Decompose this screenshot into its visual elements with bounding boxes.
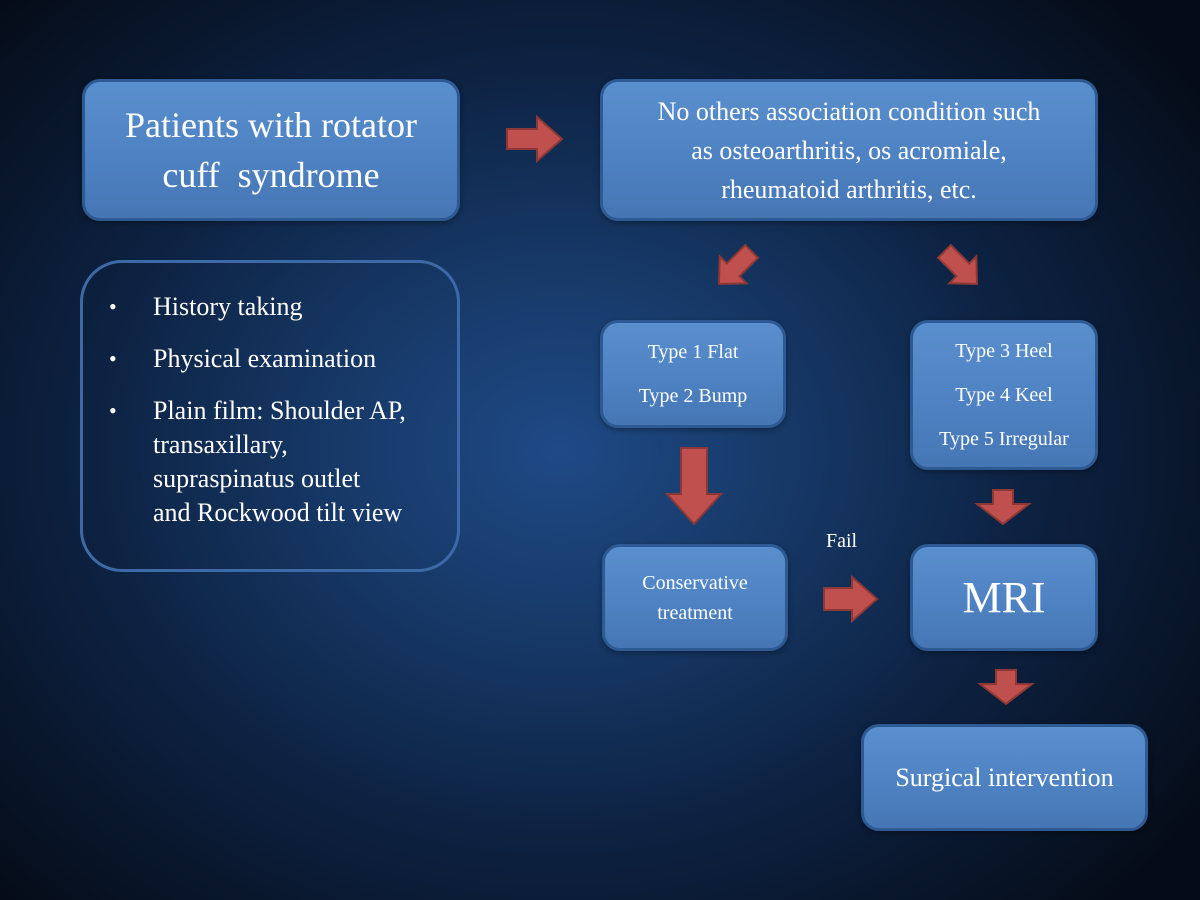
conservative-line-2: treatment	[657, 601, 733, 624]
surgical-intervention-label: Surgical intervention	[895, 762, 1114, 792]
arrow-down-left	[718, 243, 760, 285]
conditions-box: No others association condition such as …	[600, 79, 1098, 221]
arrow-right-fail	[823, 574, 879, 624]
workup-item-physical: • Physical examination	[83, 342, 457, 376]
conservative-treatment-text: Conservative treatment	[642, 568, 748, 628]
workup-item-physical-text: Physical examination	[153, 344, 377, 373]
arrow-down-surgery	[977, 669, 1035, 706]
type-1-2-text: Type 1 Flat Type 2 Bump	[639, 330, 748, 418]
bullet-icon: •	[109, 294, 117, 319]
type-1-2-box: Type 1 Flat Type 2 Bump	[600, 320, 786, 428]
bullet-icon: •	[109, 398, 117, 423]
workup-list: • History taking • Physical examination …	[83, 290, 457, 530]
conditions-box-text: No others association condition such as …	[658, 92, 1041, 209]
workup-box: • History taking • Physical examination …	[80, 260, 460, 572]
workup-item-plain-film-line-2: transaxillary,	[153, 430, 288, 459]
type-1-label: Type 1 Flat	[647, 341, 739, 363]
type-3-5-text: Type 3 Heel Type 4 Keel Type 5 Irregular	[939, 329, 1069, 461]
bullet-icon: •	[109, 346, 117, 371]
workup-item-history: • History taking	[83, 290, 457, 324]
patients-box-line-2: cuff syndrome	[162, 155, 380, 195]
conditions-box-line-3: rheumatoid arthritis, etc.	[721, 174, 977, 204]
arrow-right-top	[506, 114, 564, 164]
type-3-label: Type 3 Heel	[955, 340, 1053, 362]
patients-box-text: Patients with rotator cuff syndrome	[125, 100, 417, 200]
type-3-5-box: Type 3 Heel Type 4 Keel Type 5 Irregular	[910, 320, 1098, 470]
workup-item-plain-film: • Plain film: Shoulder AP, transaxillary…	[83, 394, 457, 530]
workup-item-plain-film-line-3: supraspinatus outlet	[153, 464, 361, 493]
mri-box: MRI	[910, 544, 1098, 651]
workup-item-plain-film-line-1: Plain film: Shoulder AP,	[153, 396, 406, 425]
patients-box: Patients with rotator cuff syndrome	[82, 79, 460, 221]
conservative-treatment-box: Conservative treatment	[602, 544, 788, 651]
fail-label: Fail	[826, 530, 858, 552]
type-5-label: Type 5 Irregular	[939, 428, 1069, 450]
type-4-label: Type 4 Keel	[955, 384, 1053, 406]
type-2-label: Type 2 Bump	[638, 385, 748, 407]
arrow-down-mri	[974, 489, 1032, 526]
surgical-intervention-box: Surgical intervention	[861, 724, 1148, 831]
conditions-box-line-2: as osteoarthritis, os acromiale,	[691, 135, 1007, 165]
arrow-down-right	[936, 243, 978, 285]
workup-item-plain-film-line-4: and Rockwood tilt view	[153, 498, 403, 527]
arrow-down-conservative	[664, 447, 724, 526]
conservative-line-1: Conservative	[642, 571, 748, 594]
conditions-box-line-1: No others association condition such	[657, 96, 1041, 126]
workup-item-history-text: History taking	[153, 292, 303, 321]
mri-label: MRI	[962, 572, 1046, 622]
patients-box-line-1: Patients with rotator	[125, 105, 417, 145]
